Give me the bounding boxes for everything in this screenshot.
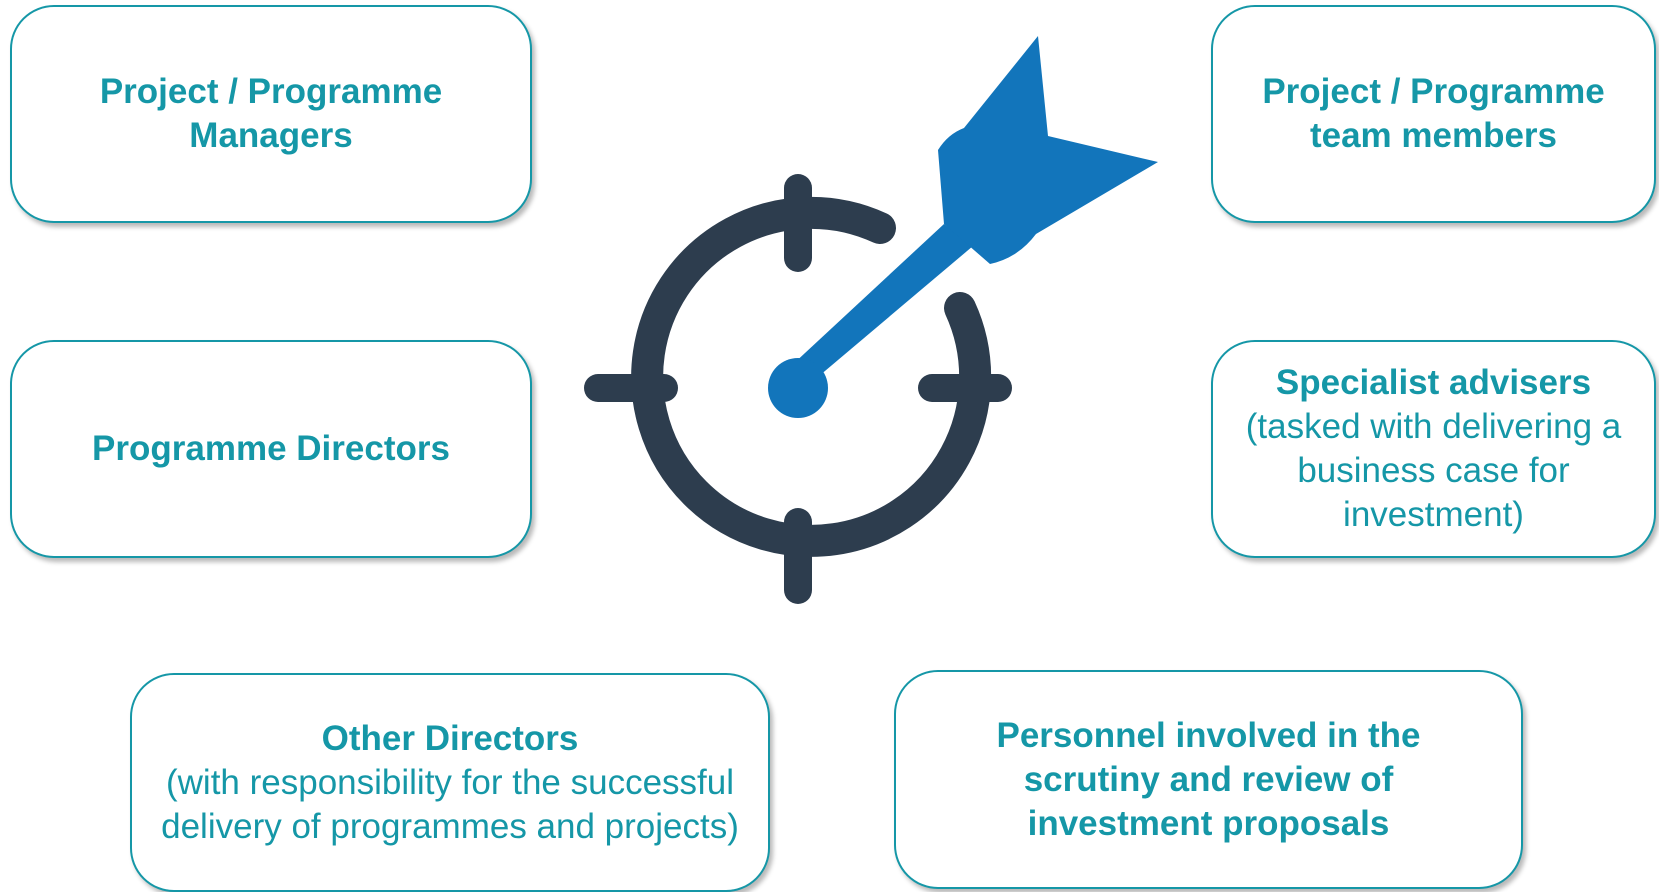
- audience-card-other-directors: Other Directors (with responsibility for…: [130, 673, 770, 892]
- audience-card-specialist-advisers: Specialist advisers (tasked with deliver…: [1211, 340, 1656, 558]
- crosshair-target-icon: [584, 174, 1012, 604]
- card-title: Other Directors: [321, 718, 579, 758]
- card-title: Project / Programme team members: [1262, 72, 1605, 155]
- audience-card-project-programme-managers: Project / Programme Managers: [10, 5, 532, 223]
- card-title: Programme Directors: [92, 429, 450, 468]
- card-title: Project / Programme Managers: [99, 72, 443, 155]
- card-title: Specialist advisers: [1275, 363, 1592, 402]
- audience-card-scrutiny-personnel: Personnel involved in the scrutiny and r…: [894, 670, 1523, 889]
- audience-card-programme-directors: Programme Directors: [10, 340, 532, 558]
- card-title: Personnel involved in the scrutiny and r…: [996, 715, 1421, 843]
- audience-card-team-members: Project / Programme team members: [1211, 5, 1656, 223]
- dart-icon: [768, 36, 1158, 418]
- card-description: (tasked with delivering a business case …: [1245, 407, 1622, 534]
- card-description: (with responsibility for the successful …: [161, 762, 739, 846]
